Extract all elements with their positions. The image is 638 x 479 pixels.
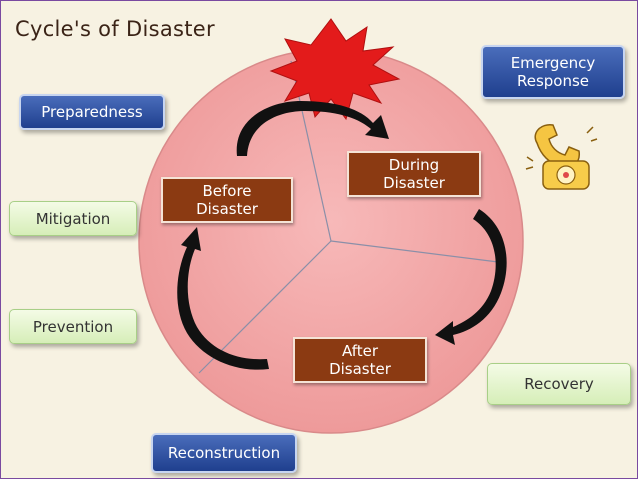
tag-emergency-response: Emergency Response [481,45,625,99]
curved-arrow-icon [435,209,507,345]
tag-mitigation: Mitigation [9,201,137,236]
phase-before-disaster: Before Disaster [161,177,293,223]
tag-prevention: Prevention [9,309,137,344]
divider-line [330,240,507,264]
curved-arrow-icon [177,227,269,370]
phase-during-disaster: During Disaster [347,151,481,197]
tag-recovery: Recovery [487,363,631,405]
explosion-burst-icon [269,18,401,121]
telephone-icon [525,124,598,190]
tag-preparedness: Preparedness [19,94,165,130]
slide-title: Cycle's of Disaster [15,17,215,41]
phase-after-disaster: After Disaster [293,337,427,383]
tag-reconstruction: Reconstruction [151,433,297,473]
curved-arrow-icon [236,101,389,156]
